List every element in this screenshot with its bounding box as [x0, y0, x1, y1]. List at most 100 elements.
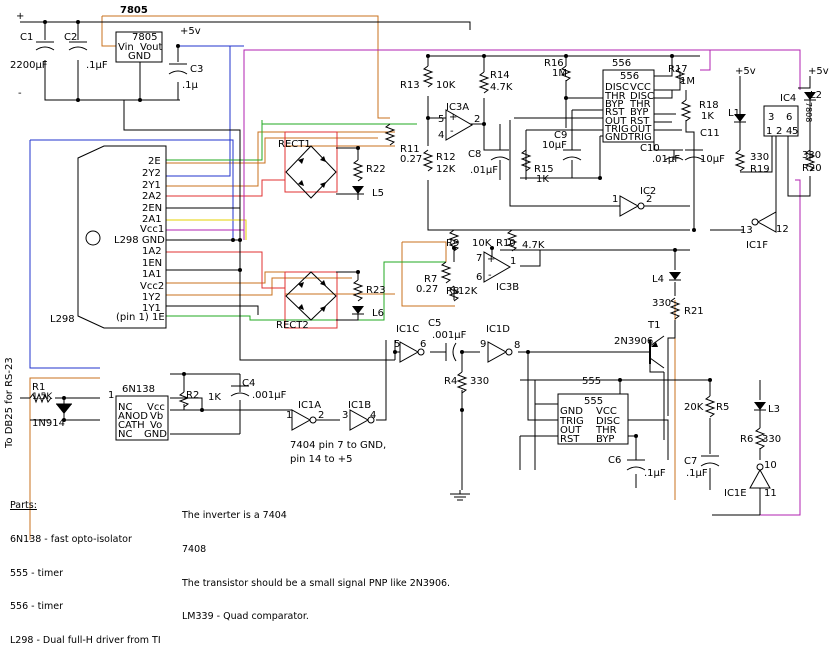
svg-text:6: 6: [420, 339, 426, 350]
svg-text:R4: R4: [444, 376, 457, 387]
svg-text:BYP: BYP: [630, 107, 648, 118]
resistor-r23: R23: [352, 279, 386, 302]
svg-text:C11: C11: [700, 128, 720, 139]
svg-text:.1µF: .1µF: [86, 60, 108, 71]
svg-text:2E: 2E: [148, 156, 161, 167]
svg-text:330: 330: [802, 150, 821, 161]
svg-text:IC3A: IC3A: [446, 102, 469, 113]
rectifier-rect1: RECT1: [278, 131, 338, 199]
svg-text:CATH: CATH: [118, 420, 145, 431]
svg-text:Vout: Vout: [140, 42, 163, 53]
svg-text:7805: 7805: [120, 5, 148, 16]
svg-text:11: 11: [764, 488, 777, 499]
svg-text:R6: R6: [740, 434, 753, 445]
svg-text:R14: R14: [490, 70, 510, 81]
svg-text:DISC: DISC: [596, 416, 620, 427]
svg-text:+: +: [487, 254, 495, 265]
wires-black: [20, 21, 811, 494]
schematic-canvas: C1 2200µF C2 .1µF + - 7805 7805 Vin Vout…: [4, 5, 829, 540]
led-l1: L1: [728, 92, 746, 140]
svg-text:2: 2: [474, 114, 480, 125]
led-l6: L6: [352, 306, 384, 319]
inverter-ic1f: IC1F 13 12: [740, 211, 789, 251]
ground-icon: [450, 493, 470, 501]
svg-text:IC2: IC2: [640, 186, 656, 197]
svg-text:330: 330: [652, 298, 671, 309]
svg-text:6: 6: [786, 112, 792, 123]
vcc-label: +5v: [180, 26, 201, 37]
svg-text:Vcc2: Vcc2: [140, 281, 164, 292]
svg-text:2200µF: 2200µF: [10, 60, 48, 71]
parts-title: Parts:: [10, 500, 37, 512]
regulator-7805: 7805 7805 Vin Vout GND: [115, 5, 163, 63]
svg-text:IC1D: IC1D: [486, 324, 510, 335]
svg-text:C8: C8: [468, 149, 481, 160]
resistor-r18: R18 1K: [680, 99, 719, 122]
svg-text:1K: 1K: [701, 111, 714, 122]
svg-text:GND: GND: [144, 429, 167, 440]
resistor-r1: R1 1.5K: [29, 382, 53, 404]
svg-text:IC1A: IC1A: [298, 400, 321, 411]
svg-text:Vo: Vo: [150, 420, 162, 431]
parts-line: 556 - timer: [10, 601, 63, 613]
svg-text:OUT: OUT: [630, 124, 652, 135]
resistor-r5: 20K R5: [684, 395, 729, 418]
svg-text:R23: R23: [366, 285, 386, 296]
resistor-r11: R11 0.27: [384, 123, 422, 165]
svg-text:.1µF: .1µF: [686, 468, 708, 479]
svg-text:TRIG: TRIG: [559, 416, 584, 427]
transistor-t1: T1 2N3906: [614, 320, 665, 369]
resistor-r8: R8 12K: [446, 285, 478, 302]
svg-text:R11: R11: [400, 144, 420, 155]
svg-text:2A2: 2A2: [142, 191, 162, 202]
svg-text:RST: RST: [630, 116, 650, 127]
svg-text:4: 4: [370, 410, 376, 421]
svg-text:-: -: [450, 126, 454, 137]
svg-text:R20: R20: [802, 163, 822, 174]
svg-text:DISC: DISC: [630, 91, 654, 102]
svg-text:5: 5: [792, 126, 798, 137]
svg-text:2N3906: 2N3906: [614, 336, 653, 347]
svg-text:.001µF: .001µF: [432, 330, 467, 341]
svg-text:DISC: DISC: [605, 82, 629, 93]
resistor-r9: R9 10K: [446, 229, 492, 252]
svg-text:Vcc: Vcc: [147, 402, 165, 413]
svg-text:L5: L5: [372, 188, 384, 199]
svg-text:10: 10: [764, 460, 777, 471]
svg-text:555: 555: [582, 376, 601, 387]
svg-text:TRIG: TRIG: [604, 124, 629, 135]
svg-text:8: 8: [514, 340, 520, 351]
inverter-ic1b: IC1B 3 4: [342, 400, 376, 431]
resistor-r14: R14 4.7K: [478, 70, 513, 94]
svg-text:L298: L298: [50, 314, 75, 325]
svg-text:THR: THR: [604, 91, 626, 102]
svg-text:1Y2: 1Y2: [142, 292, 161, 303]
parts-line: 555 - timer: [10, 567, 63, 579]
comparator-ic3a: +- IC3A 5 4 2: [438, 102, 480, 141]
svg-text:IC1B: IC1B: [348, 400, 371, 411]
svg-text:1EN: 1EN: [142, 258, 162, 269]
capacitor-c4: C4 .001µF: [230, 378, 287, 401]
resistor-r16: R16 1M: [544, 58, 572, 82]
svg-text:R5: R5: [716, 402, 729, 413]
resistor-r13: R13 10K: [400, 65, 456, 91]
svg-text:2: 2: [646, 194, 652, 205]
svg-text:330: 330: [470, 376, 489, 387]
svg-text:1: 1: [510, 256, 516, 267]
svg-text:0.27: 0.27: [416, 284, 438, 295]
svg-text:1A2: 1A2: [142, 246, 162, 257]
capacitor-c3: C3 .1µ: [168, 63, 203, 91]
svg-text:IC1F: IC1F: [746, 240, 768, 251]
svg-text:2: 2: [776, 126, 782, 137]
svg-text:2EN: 2EN: [142, 203, 162, 214]
svg-text:L6: L6: [372, 308, 384, 319]
capacitor-c8: C8 .01µF: [468, 149, 510, 176]
svg-text:Vb: Vb: [150, 411, 163, 422]
minus-label: -: [18, 88, 22, 99]
wires-red: [166, 179, 285, 289]
svg-text:6: 6: [476, 272, 482, 283]
svg-text:TRIG: TRIG: [627, 132, 652, 143]
resistor-r6: R6 330: [740, 427, 781, 450]
svg-text:R2: R2: [186, 390, 199, 401]
resistor-r15: R15 1K: [520, 149, 554, 185]
